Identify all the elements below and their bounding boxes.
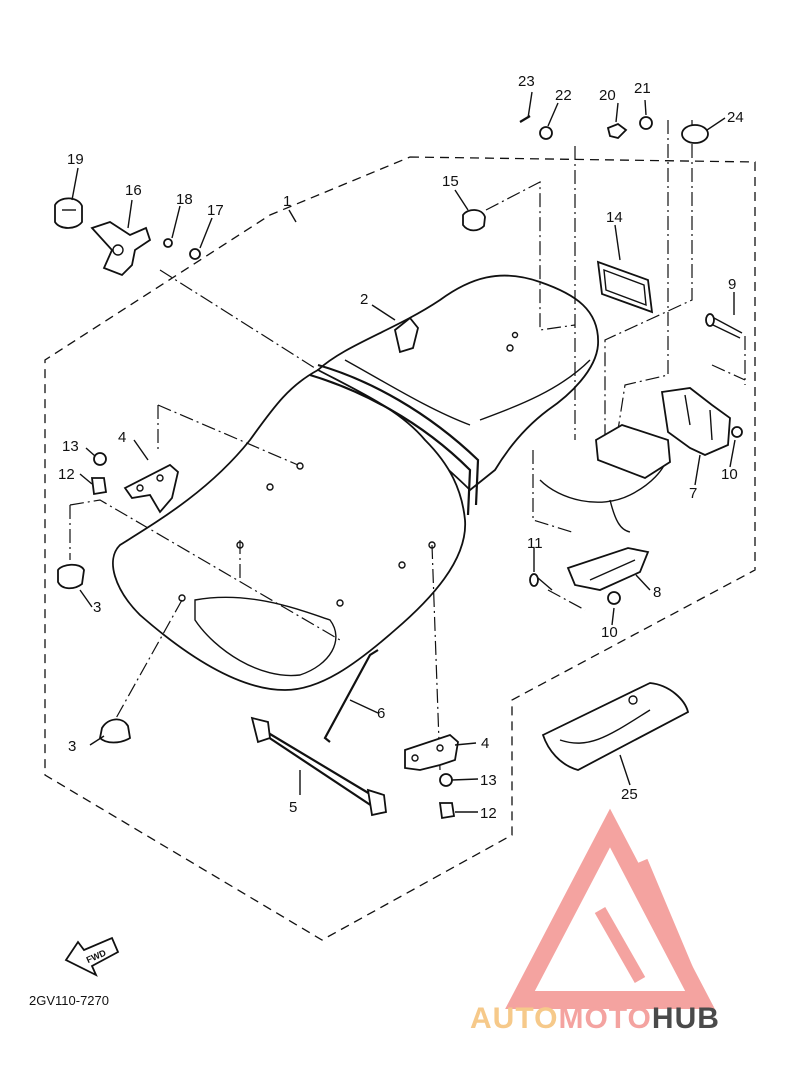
part-7-hinge-bracket[interactable]	[660, 387, 731, 456]
callout-16: 16	[125, 182, 142, 199]
callout-13-upper: 13	[62, 438, 79, 455]
callout-17: 17	[207, 202, 224, 219]
callout-leaders	[71, 91, 736, 813]
seat-rear-bracket	[595, 424, 671, 480]
part-17-screw[interactable]	[189, 248, 201, 260]
logo-inner-mark	[632, 858, 706, 1004]
callout-10-upper: 10	[721, 466, 738, 483]
callout-13-lower: 13	[480, 772, 497, 789]
callout-10-lower: 10	[601, 624, 618, 641]
part-2-strap-hook[interactable]	[393, 316, 419, 354]
callout-18: 18	[176, 191, 193, 208]
part-3-damper-lower[interactable]	[99, 718, 131, 744]
logo-inner-mark-2	[594, 907, 646, 983]
callout-24: 24	[727, 109, 744, 126]
callout-20: 20	[599, 87, 616, 104]
callout-23: 23	[518, 73, 535, 90]
callout-21: 21	[634, 80, 651, 97]
automotohub-logo: AUTOMOTOHUB	[470, 808, 720, 1035]
part-14-reflector[interactable]	[596, 260, 654, 314]
callout-7: 7	[689, 485, 697, 502]
callout-1: 1	[283, 193, 291, 210]
part-12-bolt-upper[interactable]	[90, 477, 108, 496]
callout-15: 15	[442, 173, 459, 190]
callout-labels: 1 2 3 3 4 4 5 6 7 8 9 10 10 11 12 12 13 …	[58, 73, 744, 822]
part-20-bolt[interactable]	[606, 122, 628, 139]
part-21-nut[interactable]	[639, 116, 653, 130]
callout-3-upper: 3	[93, 599, 101, 616]
logo-text-auto: AUTO	[470, 1002, 558, 1035]
part-10-nut-lower[interactable]	[607, 591, 621, 605]
assembly-boundary	[44, 156, 756, 941]
logo-triangle	[505, 808, 715, 1009]
svg-text:AUTOMOTOHUB: AUTOMOTOHUB	[470, 1002, 720, 1035]
part-4-bracket-lower[interactable]	[404, 733, 459, 771]
callout-2: 2	[360, 291, 368, 308]
callout-14: 14	[606, 209, 623, 226]
part-6-rod[interactable]	[323, 649, 379, 743]
part-13-washer-lower[interactable]	[439, 773, 453, 787]
part-3-damper-upper[interactable]	[57, 563, 85, 590]
logo-text-moto: MOTO	[558, 1002, 651, 1035]
callout-19: 19	[67, 151, 84, 168]
callout-4-upper: 4	[118, 429, 126, 446]
callout-12-upper: 12	[58, 466, 75, 483]
callout-6: 6	[377, 705, 385, 722]
callout-5: 5	[289, 799, 297, 816]
callout-12-lower: 12	[480, 805, 497, 822]
part-9-bolt[interactable]	[705, 313, 743, 339]
part-15-damper[interactable]	[462, 209, 486, 232]
part-12-bolt-lower[interactable]	[438, 802, 456, 820]
callout-25: 25	[621, 786, 638, 803]
part-13-washer-upper[interactable]	[93, 452, 107, 466]
diagram-code: 2GV110-7270	[29, 993, 109, 1008]
part-22-grommet[interactable]	[539, 126, 553, 140]
part-10-nut-upper[interactable]	[731, 426, 743, 438]
part-18-washer[interactable]	[163, 238, 173, 248]
callout-4-lower: 4	[481, 735, 489, 752]
part-5-shaft[interactable]	[250, 716, 387, 817]
part-24-cap[interactable]	[681, 124, 709, 144]
callout-22: 22	[555, 87, 572, 104]
part-25-seat-cover[interactable]	[541, 682, 690, 771]
guide-lines	[69, 120, 746, 771]
part-16-seat-lock[interactable]	[90, 221, 152, 277]
fwd-arrow-icon: FWD	[64, 936, 120, 977]
seat-assembly[interactable]	[112, 274, 669, 691]
callout-9: 9	[728, 276, 736, 293]
callout-11: 11	[527, 535, 543, 552]
callout-3-lower: 3	[68, 738, 76, 755]
callout-8: 8	[653, 584, 661, 601]
part-4-bracket-upper[interactable]	[123, 463, 179, 514]
part-11-bolt[interactable]	[529, 573, 553, 591]
part-19-lock-cap[interactable]	[54, 197, 83, 229]
logo-text-hub: HUB	[652, 1002, 720, 1035]
part-8-seat-catch[interactable]	[566, 547, 650, 591]
